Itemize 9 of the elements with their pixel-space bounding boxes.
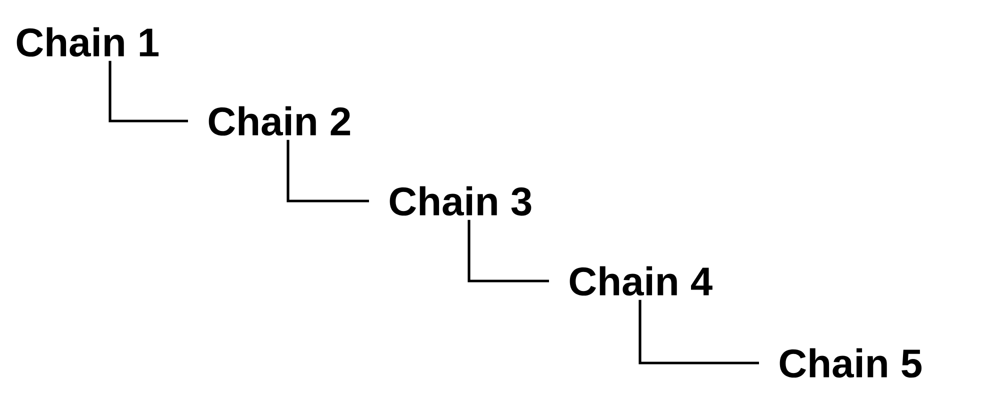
connector-line <box>286 140 369 202</box>
chain-label: Chain 5 <box>780 348 922 378</box>
connector-line <box>108 60 188 122</box>
chain-label: Chain 3 <box>390 186 532 216</box>
chain-label: Chain 2 <box>208 106 350 136</box>
connector-line <box>468 220 549 282</box>
chain-label: Chain 1 <box>16 27 159 57</box>
connector-line <box>638 300 759 364</box>
chain-label: Chain 4 <box>570 266 712 296</box>
